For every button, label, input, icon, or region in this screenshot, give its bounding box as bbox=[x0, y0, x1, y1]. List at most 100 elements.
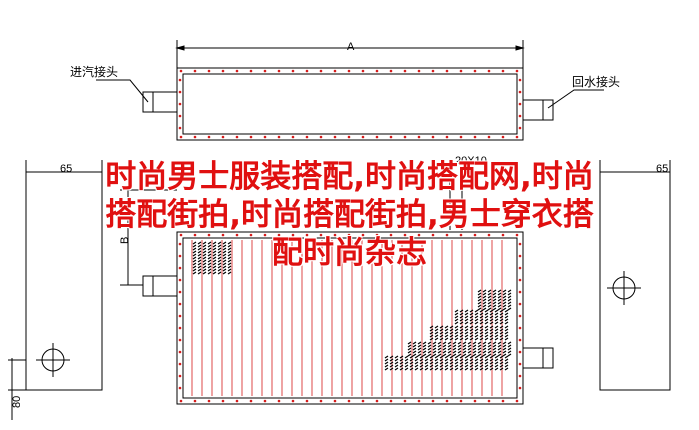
front-dot bbox=[235, 399, 239, 403]
fin-stroke bbox=[437, 353, 442, 357]
fin-stroke bbox=[507, 292, 512, 296]
fin-stroke bbox=[427, 353, 432, 357]
front-dot bbox=[263, 233, 267, 237]
fin-stroke bbox=[404, 361, 409, 365]
front-dot bbox=[178, 302, 182, 306]
fin-stroke bbox=[432, 344, 437, 348]
fin-stroke bbox=[419, 355, 424, 359]
fin-stroke bbox=[454, 312, 459, 316]
fin-stroke bbox=[434, 358, 439, 362]
fin-stroke bbox=[487, 353, 492, 357]
fin-stroke bbox=[477, 298, 482, 302]
fin-stroke bbox=[477, 292, 482, 296]
fin-stroke bbox=[459, 337, 464, 341]
fin-stroke bbox=[484, 361, 489, 365]
fin-stroke bbox=[464, 355, 469, 359]
fin-stroke bbox=[459, 328, 464, 332]
top-dot bbox=[291, 135, 295, 139]
fin-stroke bbox=[437, 350, 442, 354]
top-dot bbox=[403, 69, 407, 73]
fin-stroke bbox=[227, 253, 232, 257]
fin-stroke bbox=[484, 358, 489, 362]
top-dot bbox=[518, 126, 522, 130]
fin-stroke bbox=[462, 347, 467, 351]
fin-stroke bbox=[469, 318, 474, 322]
front-dot bbox=[361, 233, 365, 237]
front-dot bbox=[277, 233, 281, 237]
fin-stroke bbox=[454, 367, 459, 371]
fin-stroke bbox=[504, 328, 509, 332]
top-dot bbox=[221, 69, 225, 73]
fin-stroke bbox=[452, 344, 457, 348]
fin-stroke bbox=[487, 350, 492, 354]
fin-stroke bbox=[494, 328, 499, 332]
fin-stroke bbox=[499, 318, 504, 322]
fin-stroke bbox=[217, 244, 222, 248]
fin-stroke bbox=[202, 253, 207, 257]
fin-stroke bbox=[497, 295, 502, 299]
fin-stroke bbox=[489, 361, 494, 365]
fin-stroke bbox=[492, 298, 497, 302]
fin-pattern-right bbox=[384, 289, 512, 371]
fin-stroke bbox=[404, 355, 409, 359]
fin-stroke bbox=[222, 268, 227, 272]
fin-stroke bbox=[502, 295, 507, 299]
fin-stroke bbox=[497, 353, 502, 357]
fin-stroke bbox=[222, 259, 227, 263]
fin-stroke bbox=[217, 271, 222, 275]
fin-stroke bbox=[192, 247, 197, 251]
top-dot bbox=[361, 135, 365, 139]
fin-stroke bbox=[482, 344, 487, 348]
fin-stroke bbox=[462, 341, 467, 345]
fin-stroke bbox=[197, 271, 202, 275]
fin-stroke bbox=[477, 289, 482, 293]
fin-stroke bbox=[494, 337, 499, 341]
fin-stroke bbox=[482, 298, 487, 302]
fin-stroke bbox=[384, 361, 389, 365]
fin-stroke bbox=[457, 341, 462, 345]
fin-stroke bbox=[419, 367, 424, 371]
fin-stroke bbox=[202, 265, 207, 269]
fin-stroke bbox=[472, 344, 477, 348]
fin-stroke bbox=[192, 244, 197, 248]
fin-stroke bbox=[477, 347, 482, 351]
fin-stroke bbox=[464, 312, 469, 316]
fin-stroke bbox=[484, 309, 489, 313]
fin-stroke bbox=[502, 307, 507, 311]
fin-stroke bbox=[449, 334, 454, 338]
fin-stroke bbox=[389, 355, 394, 359]
front-dot bbox=[518, 290, 522, 294]
fin-stroke bbox=[479, 334, 484, 338]
fin-stroke bbox=[227, 262, 232, 266]
fin-stroke bbox=[474, 318, 479, 322]
fin-stroke bbox=[449, 328, 454, 332]
fin-stroke bbox=[217, 250, 222, 254]
fin-stroke bbox=[432, 341, 437, 345]
fin-stroke bbox=[384, 364, 389, 368]
fin-stroke bbox=[419, 358, 424, 362]
fin-stroke bbox=[202, 244, 207, 248]
top-dot bbox=[501, 135, 505, 139]
front-view-red-tubes bbox=[191, 240, 503, 396]
fin-stroke bbox=[434, 334, 439, 338]
front-dot bbox=[178, 338, 182, 342]
fin-stroke bbox=[207, 256, 212, 260]
fin-stroke bbox=[502, 301, 507, 305]
fin-stroke bbox=[484, 318, 489, 322]
front-dot bbox=[277, 399, 281, 403]
front-dot bbox=[178, 278, 182, 282]
top-dot bbox=[178, 90, 182, 94]
top-dot bbox=[179, 135, 183, 139]
fin-stroke bbox=[212, 271, 217, 275]
fin-stroke bbox=[482, 295, 487, 299]
fin-stroke bbox=[494, 321, 499, 325]
front-dot bbox=[179, 233, 183, 237]
fin-stroke bbox=[507, 298, 512, 302]
top-dot bbox=[518, 78, 522, 82]
fin-stroke bbox=[454, 328, 459, 332]
fin-stroke bbox=[499, 325, 504, 329]
top-dot bbox=[178, 114, 182, 118]
fin-stroke bbox=[217, 253, 222, 257]
fin-stroke bbox=[192, 259, 197, 263]
fin-stroke bbox=[492, 289, 497, 293]
